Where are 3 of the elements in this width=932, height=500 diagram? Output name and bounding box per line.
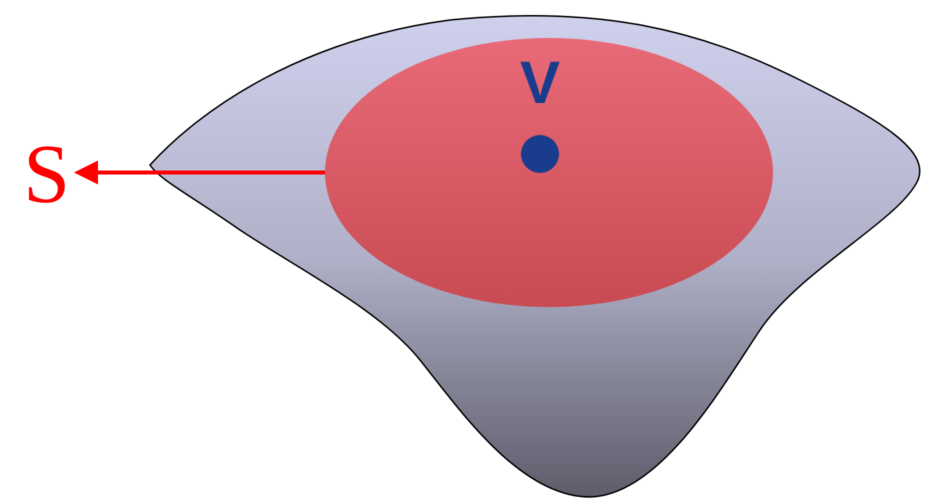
point-label: S bbox=[23, 130, 70, 220]
arrow bbox=[74, 160, 325, 184]
point-label: V bbox=[520, 52, 560, 114]
